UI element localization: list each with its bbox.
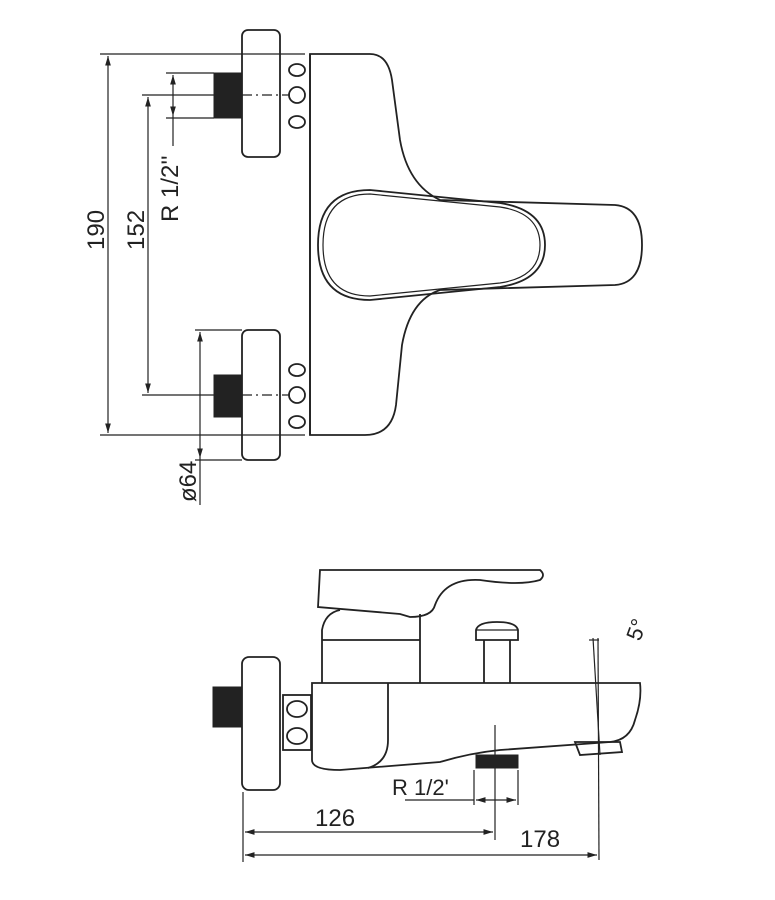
- dim-flange-diameter: ø64: [175, 461, 202, 502]
- top-view: 190 152 R 1/2'' ø64: [83, 29, 643, 505]
- upper-inlet-thread: [213, 72, 243, 119]
- dim-outlet-thread: R 1/2': [392, 775, 449, 800]
- connector: [282, 694, 312, 751]
- dim-spout-angle: 5°: [621, 615, 652, 643]
- lever-recess: [317, 189, 546, 301]
- outlet-thread: [475, 754, 519, 769]
- dim-outlet-distance: 126: [315, 805, 355, 832]
- lower-inlet-thread: [213, 374, 243, 418]
- dim-inlet-thread: R 1/2'': [157, 155, 184, 222]
- side-view: 5° R 1/2' 126 178: [212, 569, 652, 862]
- upper-wall-flange: [241, 29, 281, 158]
- lower-connector-holes: [288, 363, 306, 429]
- dim-overall-height: 190: [83, 210, 110, 250]
- aerator: [573, 741, 624, 756]
- mixer-body-outline: [309, 53, 643, 436]
- mixer-handle: [317, 569, 544, 618]
- inlet-thread: [212, 686, 243, 728]
- spout-body: [311, 682, 642, 771]
- wall-flange: [241, 656, 281, 791]
- cartridge-housing: [321, 609, 421, 683]
- dim-overall-projection: 178: [520, 826, 560, 853]
- diverter-knob: [475, 621, 519, 683]
- dim-inlet-spacing: 152: [123, 210, 150, 250]
- upper-connector-holes: [288, 63, 306, 129]
